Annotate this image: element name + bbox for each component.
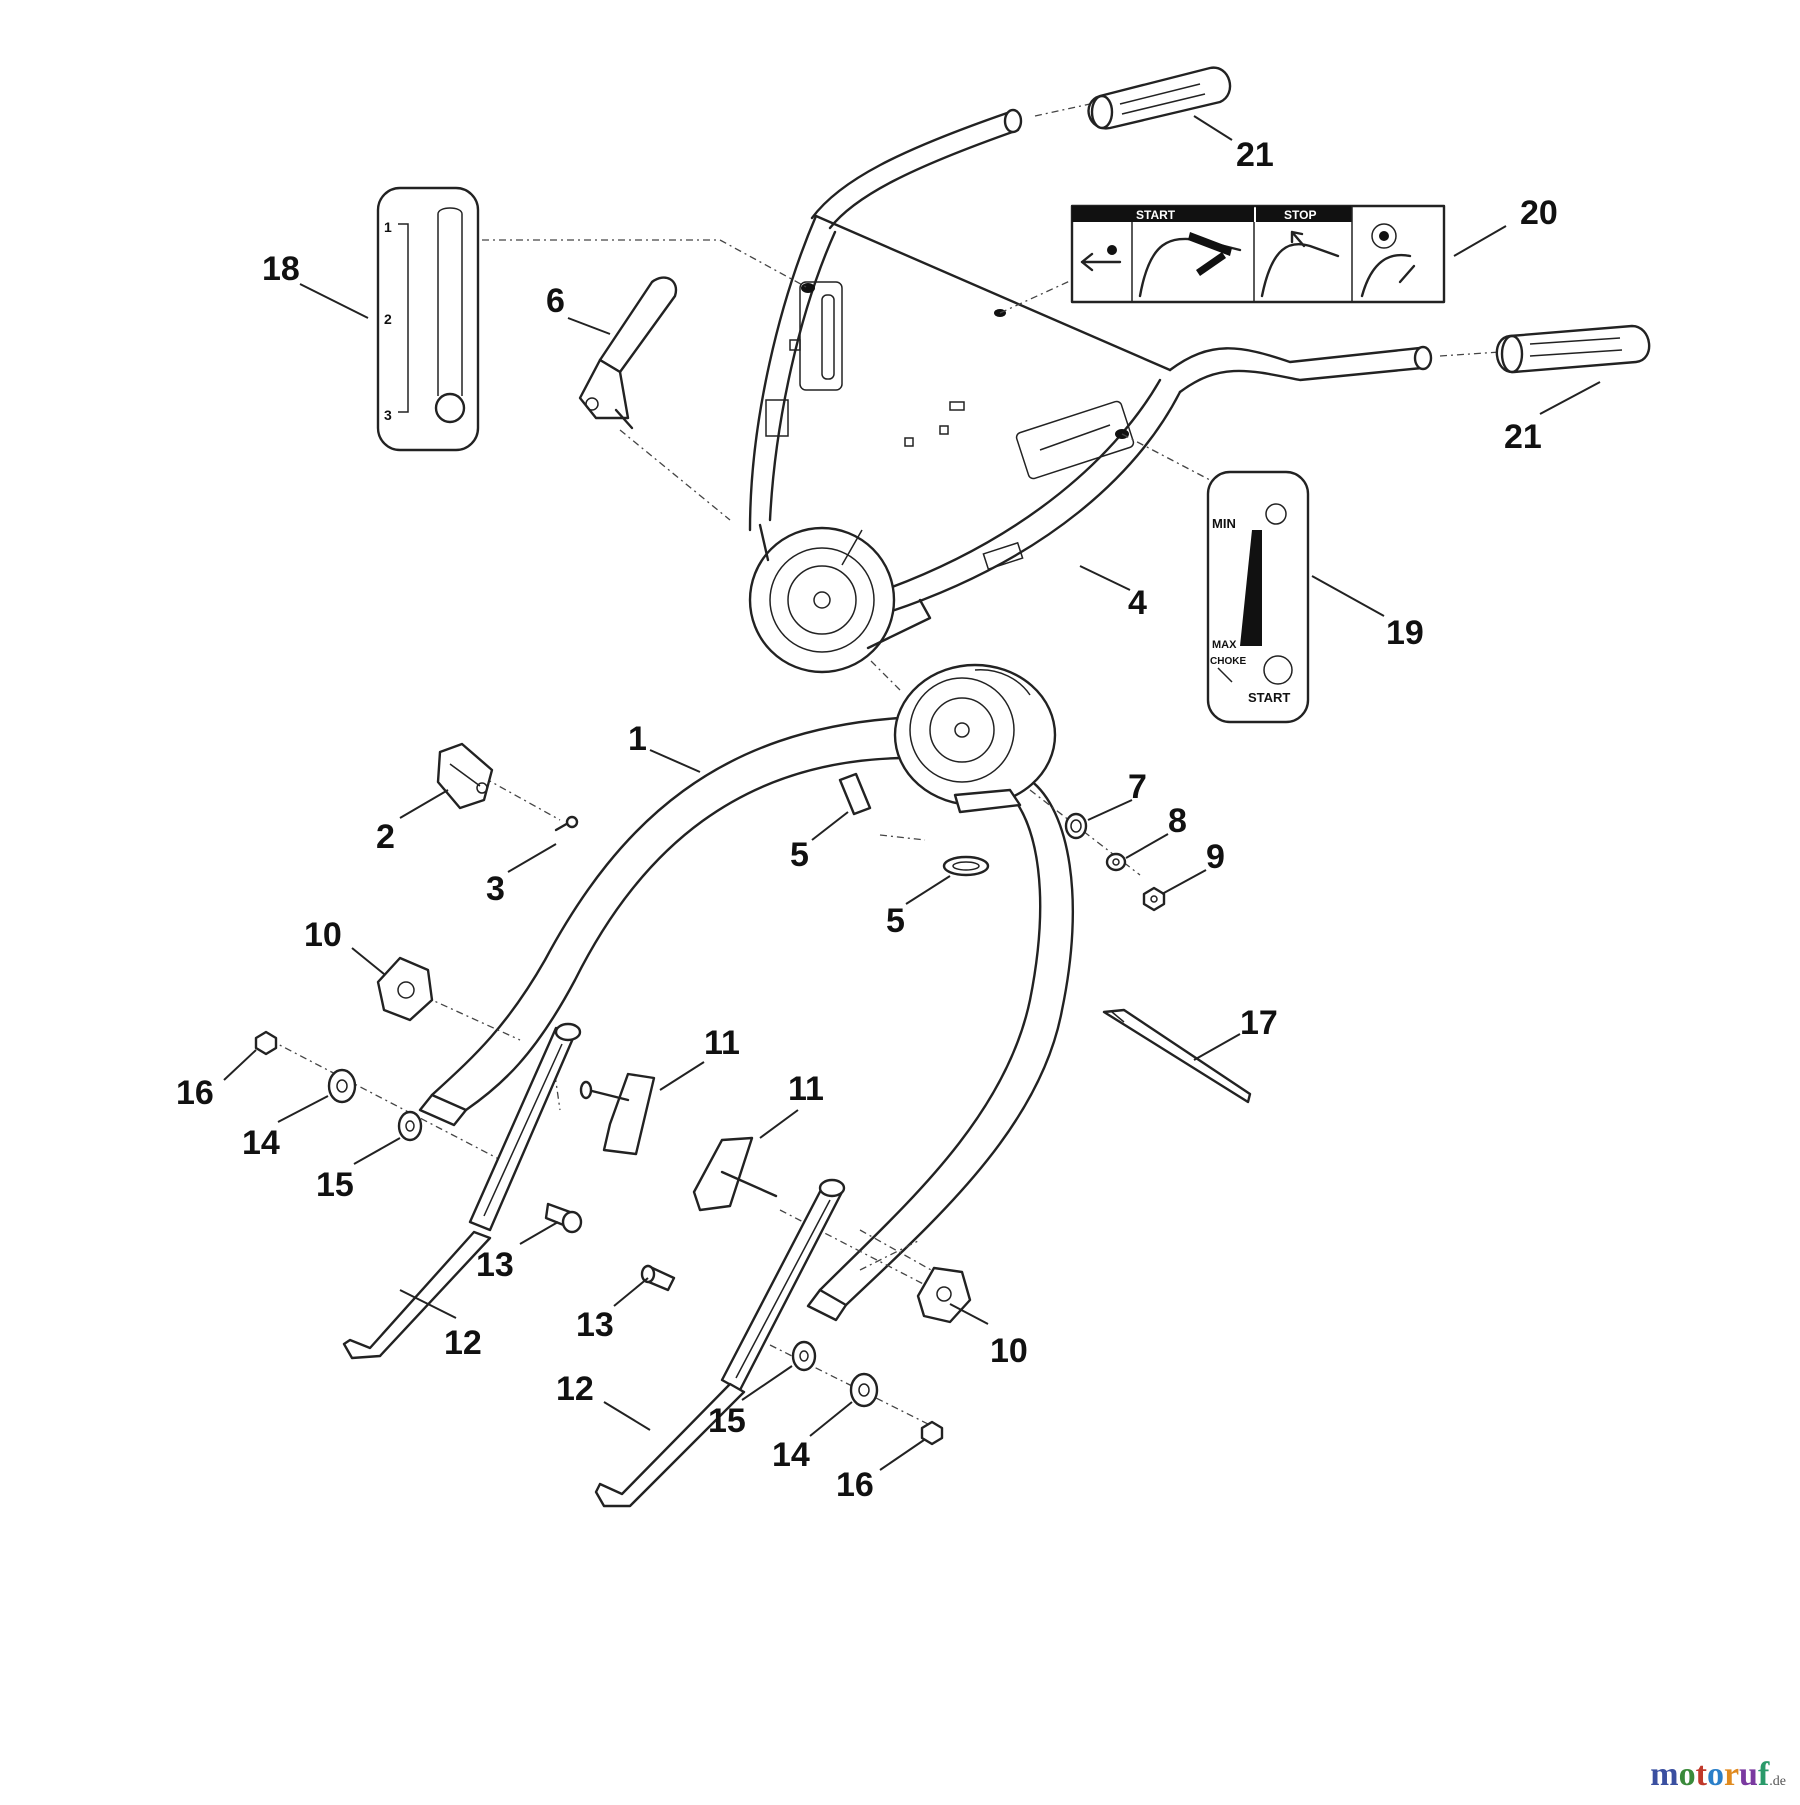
callout-21-right: 21	[1504, 418, 1542, 456]
decal-18-mark-3: 3	[384, 407, 392, 423]
decal-18-mark-1: 1	[384, 219, 392, 235]
washer-part-15-right	[791, 1340, 817, 1372]
callout-10-left: 10	[304, 916, 342, 954]
decal-20-start: START	[1136, 208, 1176, 222]
spacer-part-7	[1064, 812, 1088, 840]
decal-19-choke: CHOKE	[1210, 656, 1246, 667]
callout-21-top: 21	[1236, 136, 1274, 174]
decal-part-19-throttle: MIN MAX CHOKE START	[1206, 470, 1310, 724]
handle-grip-part-21-top	[1087, 66, 1232, 130]
watermark-letters: motoruf	[1650, 1756, 1769, 1793]
callout-2: 2	[376, 818, 395, 856]
handle-grip-part-21-right	[1495, 324, 1651, 374]
callout-11-right: 11	[788, 1070, 824, 1108]
nut-part-9	[1142, 886, 1166, 912]
lower-handle-part-1	[418, 663, 1075, 1322]
cable-clip-part-2	[436, 742, 494, 810]
knob-part-10-left	[376, 956, 434, 1022]
decal-part-18-gear-selector: 1 2 3	[376, 186, 480, 452]
callout-16-right: 16	[836, 1466, 874, 1504]
watermark-letter: u	[1739, 1756, 1758, 1793]
upper-handle-part-4	[748, 108, 1433, 674]
callout-labels: 21 20 18 6 21 4 19 1 2 3 5 5 7 8 9 10 11…	[176, 136, 1558, 1504]
callout-10-right: 10	[990, 1332, 1028, 1370]
screw-part-3	[554, 815, 579, 832]
callout-14-right: 14	[772, 1436, 810, 1474]
decal-18-mark-2: 2	[384, 311, 392, 327]
callout-1: 1	[628, 720, 647, 758]
callout-20: 20	[1520, 194, 1558, 232]
callout-9: 9	[1206, 838, 1225, 876]
callout-13-right: 13	[576, 1306, 614, 1344]
decal-part-20-start-stop: START STOP	[1070, 204, 1446, 304]
callout-3: 3	[486, 870, 505, 908]
clamp-part-11-right	[692, 1136, 778, 1212]
washer-part-14-left	[327, 1068, 357, 1104]
washer-part-15-left	[397, 1110, 423, 1142]
decal-19-max: MAX	[1212, 639, 1237, 651]
cable-tie-part-17	[1102, 1008, 1252, 1104]
watermark-letter: o	[1706, 1756, 1724, 1793]
watermark-logo: motoruf.de	[1650, 1756, 1786, 1794]
bushing-part-5-b	[942, 855, 990, 877]
callout-6: 6	[546, 282, 565, 320]
bolt-part-13-right	[640, 1264, 676, 1292]
decal-19-start: START	[1248, 690, 1290, 705]
lever-arm-part-12-right	[594, 1178, 846, 1508]
callout-5-b: 5	[886, 902, 905, 940]
callout-11-left: 11	[704, 1024, 740, 1062]
callout-4: 4	[1128, 584, 1147, 622]
decal-19-min: MIN	[1212, 516, 1236, 531]
watermark-letter: r	[1723, 1756, 1740, 1793]
callout-17: 17	[1240, 1004, 1278, 1042]
callout-14-left: 14	[242, 1124, 280, 1162]
control-lever-part-6	[578, 276, 678, 430]
knob-part-10-right	[916, 1266, 972, 1324]
nut-part-16-left	[254, 1030, 278, 1056]
washer-part-14-right	[849, 1372, 879, 1408]
nut-part-16-right	[920, 1420, 944, 1446]
callout-7: 7	[1128, 768, 1147, 806]
decal-20-stop: STOP	[1284, 208, 1316, 222]
callout-18: 18	[262, 250, 300, 288]
watermark-letter: f	[1757, 1756, 1770, 1793]
watermark-letter: o	[1678, 1756, 1696, 1793]
lever-arm-part-12-left	[342, 1022, 582, 1360]
watermark-suffix: .de	[1769, 1774, 1786, 1789]
callout-13-left: 13	[476, 1246, 514, 1284]
callout-19: 19	[1386, 614, 1424, 652]
callout-12-right: 12	[556, 1370, 594, 1408]
watermark-letter: t	[1695, 1756, 1707, 1793]
callout-15-left: 15	[316, 1166, 354, 1204]
watermark-letter: m	[1650, 1756, 1679, 1793]
washer-part-8	[1105, 852, 1127, 872]
callout-15-right: 15	[708, 1402, 746, 1440]
callout-leaders	[223, 115, 1601, 1471]
callout-8: 8	[1168, 802, 1187, 840]
callout-12-left: 12	[444, 1324, 482, 1362]
bushing-part-5-a	[838, 772, 872, 816]
clamp-part-11-left	[579, 1072, 656, 1156]
callout-16-left: 16	[176, 1074, 214, 1112]
callout-5-a: 5	[790, 836, 809, 874]
bolt-part-13-left	[544, 1202, 583, 1234]
